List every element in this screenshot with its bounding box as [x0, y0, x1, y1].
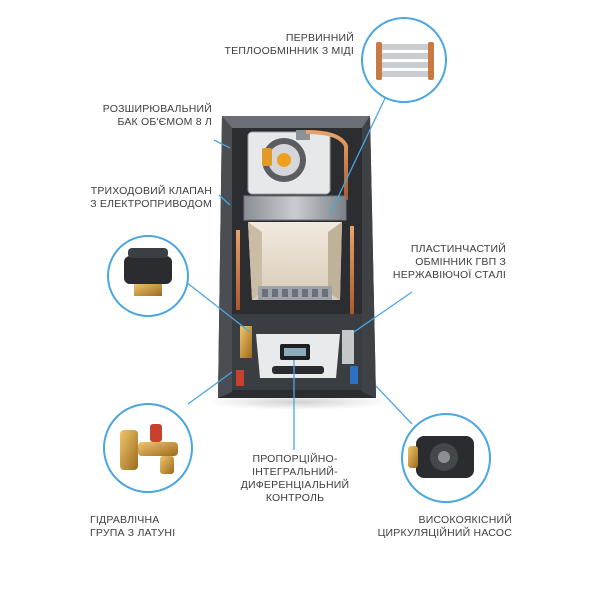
fan-assembly — [247, 130, 331, 195]
label-three-way-valve: ТРИХОДОВИЙ КЛАПАН З ЕЛЕКТРОПРИВОДОМ — [90, 185, 212, 210]
label-pid-control: ПРОПОРЦІЙНО- ІНТЕГРАЛЬНИЙ- ДИФЕРЕНЦІАЛЬН… — [240, 453, 350, 504]
label-expansion-tank: РОЗШИРЮВАЛЬНИЙ БАК ОБ'ЄМОМ 8 Л — [102, 103, 212, 128]
control-panel — [256, 334, 340, 378]
primary-heat-exchanger — [243, 195, 347, 221]
callout-circulation-pump — [401, 413, 491, 503]
combustion-chamber — [248, 222, 342, 300]
label-plate-exchanger: ПЛАСТИНЧАСТИЙ ОБМІННИК ГВП З НЕРЖАВІЮЧОЇ… — [392, 243, 506, 281]
callout-hydraulic-group — [103, 403, 193, 493]
leader-lines — [185, 91, 413, 450]
top-copper-pipe — [305, 130, 348, 200]
label-copper-exchanger: ПЕРВИННИЙ ТЕПЛООБМІННИК З МІДІ — [224, 32, 354, 57]
callout-copper-exchanger — [361, 17, 447, 103]
label-circulation-pump: ВИСОКОЯКІСНИЙ ЦИРКУЛЯЦІЙНИЙ НАСОС — [377, 514, 512, 539]
right-pipe — [350, 226, 354, 316]
callout-three-way-valve — [107, 235, 189, 317]
boiler-body — [218, 116, 376, 398]
label-hydraulic-group: ГІДРАВЛІЧНА ГРУПА З ЛАТУНІ — [90, 514, 176, 539]
left-pipe — [236, 230, 240, 310]
